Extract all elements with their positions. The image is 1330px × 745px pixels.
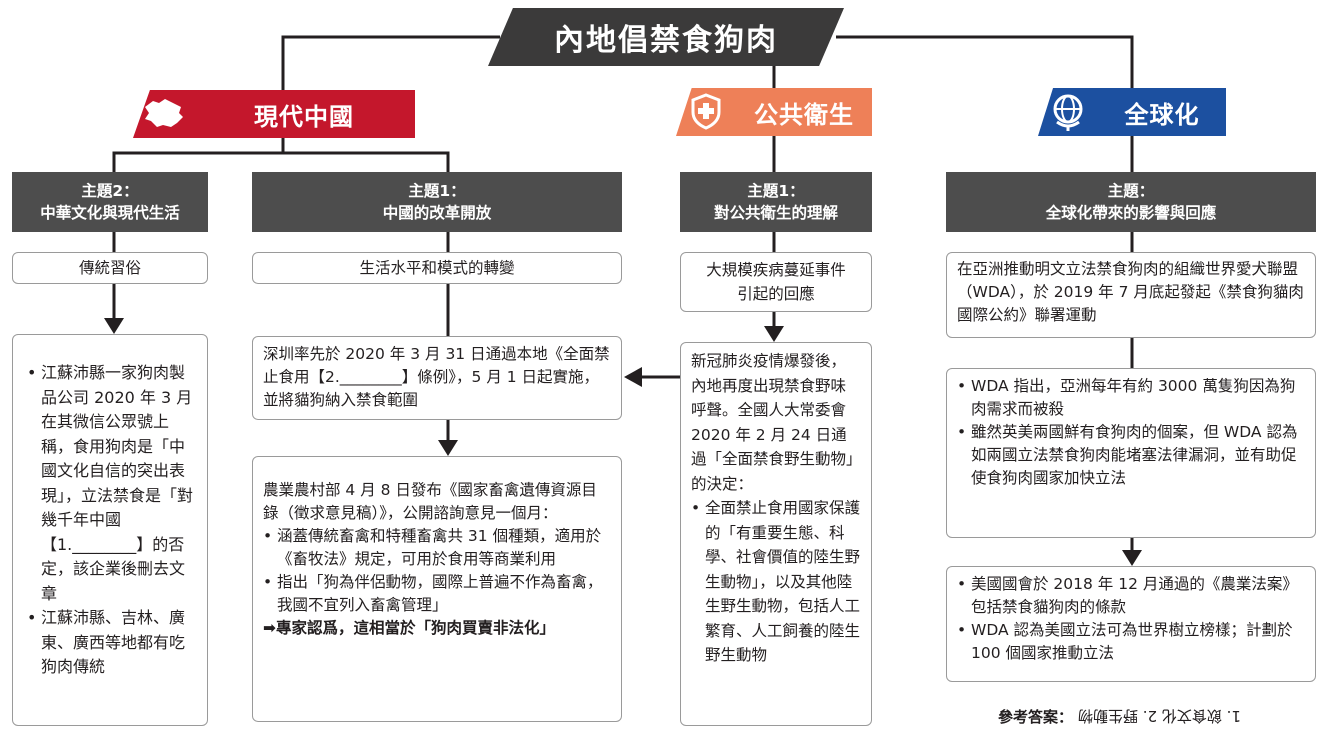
subtopic-epidemic: 大規模疾病蔓延事件 引起的回應 bbox=[680, 252, 872, 312]
bullet-item: 美國國會於 2018 年 12 月通過的《農業法案》包括禁食貓狗肉的條款 bbox=[957, 573, 1305, 619]
medical-shield-icon bbox=[676, 88, 736, 136]
category-modern-china: 現代中國 bbox=[133, 90, 415, 138]
globe-icon bbox=[1038, 88, 1098, 136]
arrow-head bbox=[438, 440, 458, 456]
category-label: 現代中國 bbox=[254, 102, 354, 131]
box-tradition: 江蘇沛縣一家狗肉製品公司 2020 年 3 月在其微信公眾號上稱，食用狗肉是「中… bbox=[12, 334, 208, 726]
main-title: 內地倡禁食狗肉 bbox=[488, 8, 844, 66]
arrow-head bbox=[104, 318, 124, 334]
bullet-item: 江蘇沛縣、吉林、廣東、廣西等地都有吃狗肉傳統 bbox=[27, 606, 197, 680]
box-covid: 新冠肺炎疫情爆發後，內地再度出現禁食野味呼聲。全國人大常委會 2020 年 2 … bbox=[680, 342, 872, 726]
theme-china-t1: 主題1： 中國的改革開放 bbox=[252, 172, 622, 232]
subtopic-wda: 在亞洲推動明文立法禁食狗肉的組織世界愛犬聯盟（WDA），於 2019 年 7 月… bbox=[946, 252, 1316, 338]
box-text: 農業農村部 4 月 8 日發布《國家畜禽遺傳資源目錄（徵求意見稿）》，公開諮詢意… bbox=[263, 481, 597, 522]
theme-china-t2: 主題2： 中華文化與現代生活 bbox=[12, 172, 208, 232]
box-wda-points: WDA 指出，亞洲每年有約 3000 萬隻狗因為狗肉需求而被殺 雖然英美兩國鮮有… bbox=[946, 368, 1316, 538]
connector-title-global bbox=[836, 35, 1134, 88]
bullet-item: 全面禁止食用國家保護的「有重要生態、科學、社會價值的陸生野生動物」，以及其他陸生… bbox=[691, 496, 861, 668]
box-us-law: 美國國會於 2018 年 12 月通過的《農業法案》包括禁食貓狗肉的條款 WDA… bbox=[946, 566, 1316, 682]
theme-title: 全球化帶來的影響與回應 bbox=[1045, 204, 1217, 222]
theme-title: 中華文化與現代生活 bbox=[40, 204, 180, 222]
bullet-item: 涵蓋傳統畜禽和特種畜禽共 31 個種類，適用於《畜牧法》規定，可用於食用等商業利… bbox=[263, 525, 611, 571]
theme-number: 主題2： bbox=[81, 182, 139, 200]
expert-conclusion: ➡專家認爲，這相當於「狗肉買賣非法化」 bbox=[263, 619, 555, 637]
subtopic-text: 在亞洲推動明文立法禁食狗肉的組織世界愛犬聯盟（WDA），於 2019 年 7 月… bbox=[957, 260, 1304, 324]
theme-global: 主題： 全球化帶來的影響與回應 bbox=[946, 172, 1316, 232]
bullet-item: 雖然英美兩國鮮有食狗肉的個案，但 WDA 認為如兩國立法禁食狗肉能堵塞法律漏洞，… bbox=[957, 421, 1305, 490]
subtopic-line: 大規模疾病蔓延事件 bbox=[706, 261, 846, 279]
reference-answer: 參考答案： 1. 飲食文化 2. 野生動物 bbox=[998, 706, 1318, 727]
bullet-item: 江蘇沛縣一家狗肉製品公司 2020 年 3 月在其微信公眾號上稱，食用狗肉是「中… bbox=[27, 361, 197, 606]
category-label: 公共衛生 bbox=[754, 100, 854, 129]
category-public-health: 公共衛生 bbox=[676, 88, 872, 136]
bullet-item: WDA 指出，亞洲每年有約 3000 萬隻狗因為狗肉需求而被殺 bbox=[957, 375, 1305, 421]
theme-title: 中國的改革開放 bbox=[382, 204, 492, 222]
bullet-item: 指出「狗為伴侶動物，國際上普遍不作為畜禽，我國不宜列入畜禽管理」 bbox=[263, 571, 611, 617]
subtopic-tradition: 傳統習俗 bbox=[12, 252, 208, 284]
theme-number: 主題： bbox=[1107, 182, 1155, 200]
category-globalization: 全球化 bbox=[1038, 88, 1226, 136]
theme-number: 主題1： bbox=[408, 182, 466, 200]
answer-text-inverted: 1. 飲食文化 2. 野生動物 bbox=[1078, 707, 1242, 725]
arrow-head bbox=[1122, 550, 1142, 566]
subtopic-living: 生活水平和模式的轉變 bbox=[252, 252, 622, 284]
theme-health-t1: 主題1： 對公共衛生的理解 bbox=[680, 172, 872, 232]
subtopic-line: 引起的回應 bbox=[737, 285, 815, 303]
theme-number: 主題1： bbox=[747, 182, 805, 200]
theme-title: 對公共衛生的理解 bbox=[713, 204, 838, 222]
arrow-head bbox=[764, 326, 784, 342]
answer-label: 參考答案： bbox=[998, 708, 1074, 726]
arrow-head bbox=[624, 367, 642, 387]
china-map-icon bbox=[133, 90, 193, 138]
category-label: 全球化 bbox=[1124, 100, 1200, 129]
box-shenzhen: 深圳率先於 2020 年 3 月 31 日通過本地《全面禁止食用【2._____… bbox=[252, 336, 622, 420]
bullet-item: WDA 認為美國立法可為世界樹立榜樣；計劃於 100 個國家推動立法 bbox=[957, 619, 1305, 665]
box-text: 新冠肺炎疫情爆發後，內地再度出現禁食野味呼聲。全國人大常委會 2020 年 2 … bbox=[691, 352, 854, 493]
box-text: 深圳率先於 2020 年 3 月 31 日通過本地《全面禁止食用【2._____… bbox=[263, 345, 610, 409]
box-agriculture: 農業農村部 4 月 8 日發布《國家畜禽遺傳資源目錄（徵求意見稿）》，公開諮詢意… bbox=[252, 456, 622, 722]
connector-title-china bbox=[281, 35, 500, 90]
